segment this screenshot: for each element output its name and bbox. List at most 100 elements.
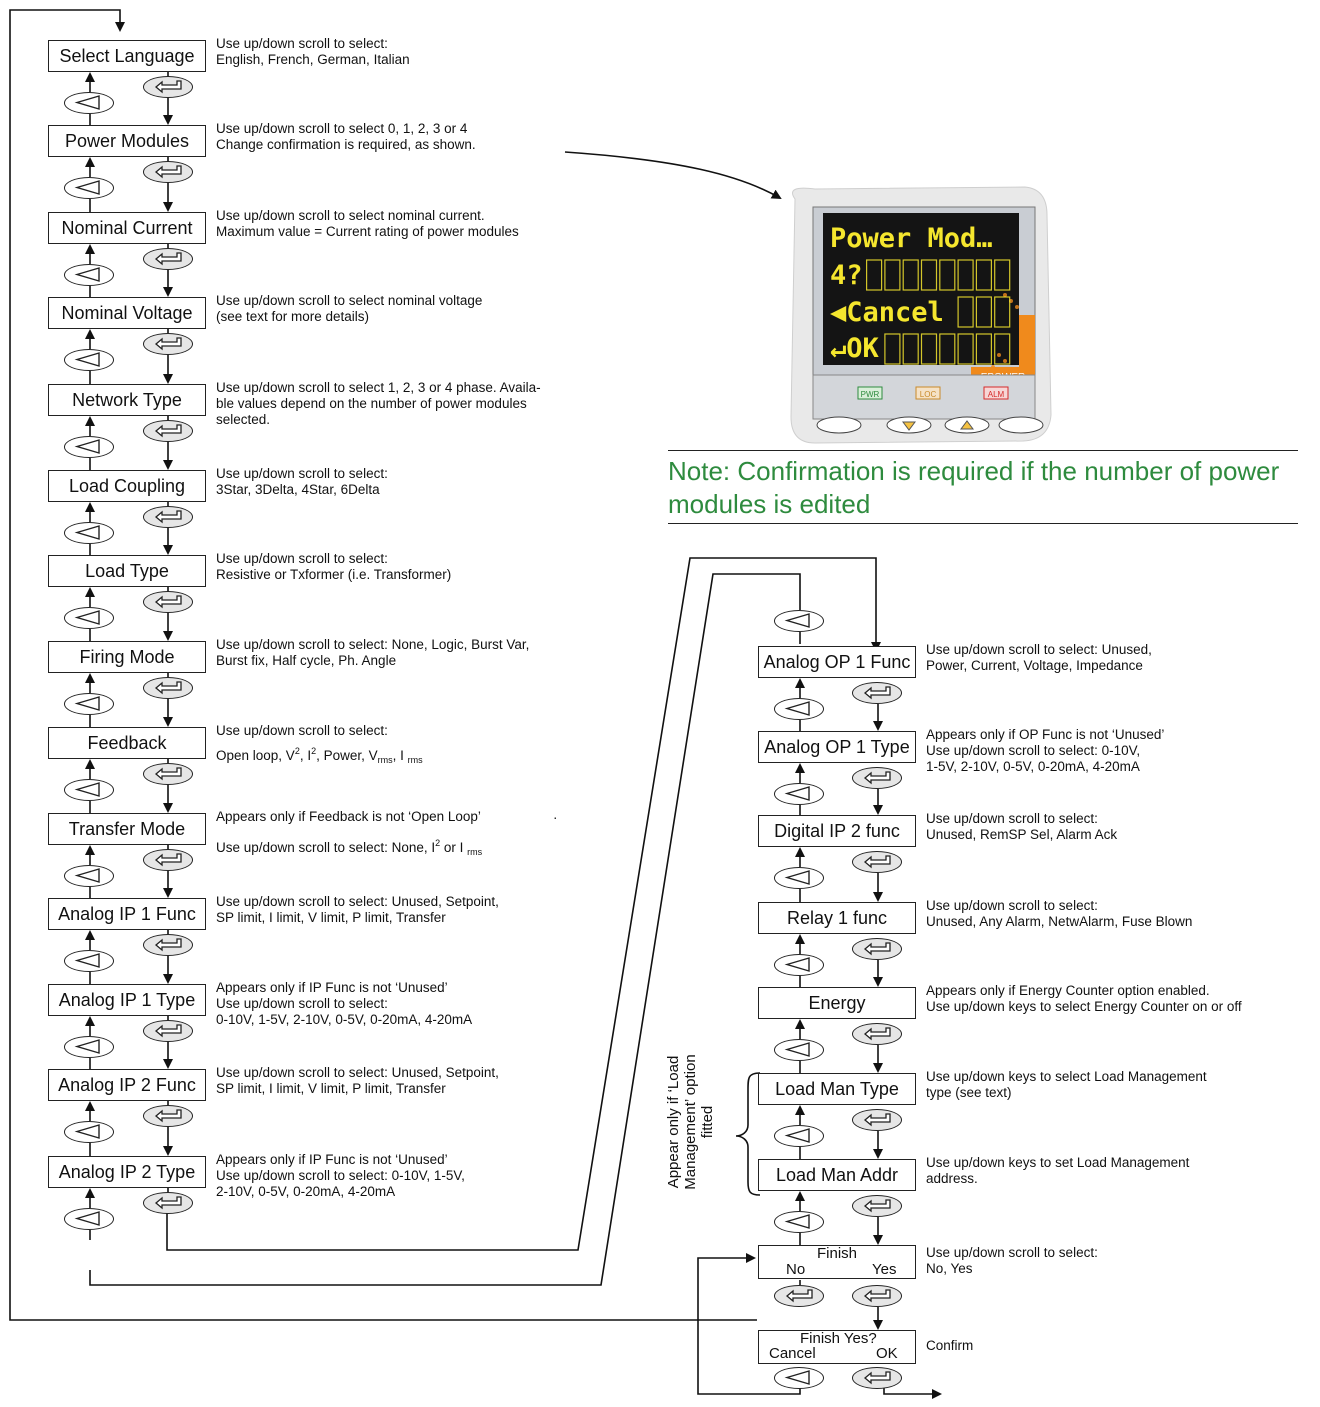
menu-box-load-man-addr: Load Man Addr [758, 1159, 916, 1191]
menu-desc: Use up/down scroll to select: Unused, Se… [216, 894, 499, 925]
enter-key-icon[interactable] [774, 1285, 824, 1307]
enter-key-icon[interactable] [852, 1109, 902, 1131]
menu-box-load-coupling: Load Coupling [48, 470, 206, 502]
back-key-icon[interactable] [64, 264, 114, 286]
menu-desc: Use up/down scroll to select 1, 2, 3 or … [216, 380, 541, 427]
enter-key-icon[interactable] [143, 161, 193, 183]
finish-desc: Use up/down scroll to select:No, Yes [926, 1245, 1098, 1276]
enter-key-icon[interactable] [852, 1285, 902, 1307]
menu-box-firing-mode: Firing Mode [48, 641, 206, 673]
enter-key-icon[interactable] [143, 76, 193, 98]
finish-no[interactable]: No [786, 1261, 806, 1278]
menu-box-analog-op-1-type: Analog OP 1 Type [758, 731, 916, 763]
back-key-icon[interactable] [64, 950, 114, 972]
back-key-icon[interactable] [64, 177, 114, 199]
menu-box-nominal-current: Nominal Current [48, 212, 206, 244]
enter-key-icon[interactable] [143, 763, 193, 785]
menu-desc: Use up/down scroll to select 0, 1, 2, 3 … [216, 121, 476, 152]
confirm-desc: Confirm [926, 1338, 974, 1353]
enter-key-icon[interactable] [143, 1192, 193, 1214]
page-key [816, 416, 862, 434]
back-key-icon[interactable] [64, 779, 114, 801]
finish-yes[interactable]: Yes [872, 1261, 897, 1278]
enter-key-icon[interactable] [143, 677, 193, 699]
menu-desc: Appears only if Energy Counter option en… [926, 983, 1242, 1014]
enter-key-icon[interactable] [143, 934, 193, 956]
back-key-icon[interactable] [64, 1121, 114, 1143]
finish-box [758, 1245, 916, 1279]
menu-box-transfer-mode: Transfer Mode [48, 813, 206, 845]
epower-display: EPOWER PWR LOC ALM Power Mod… 4? ◀Cancel… [785, 185, 1053, 445]
back-key-icon[interactable] [774, 867, 824, 889]
menu-box-power-modules: Power Modules [48, 125, 206, 157]
back-key-icon[interactable] [774, 1125, 824, 1147]
menu-desc: Use up/down keys to select Load Manageme… [926, 1069, 1207, 1100]
confirm-box [758, 1330, 916, 1364]
back-key-icon[interactable] [64, 1036, 114, 1058]
enter-key-icon[interactable] [143, 591, 193, 613]
stray-dot: · [553, 810, 558, 825]
back-key-icon[interactable] [774, 1367, 824, 1389]
menu-box-load-man-type: Load Man Type [758, 1073, 916, 1105]
enter-key-icon[interactable] [143, 849, 193, 871]
back-key-icon[interactable] [64, 522, 114, 544]
menu-desc: Use up/down scroll to select:Resistive o… [216, 551, 452, 582]
lcd-line-3: ◀Cancel [830, 297, 944, 328]
enter-key-icon[interactable] [852, 1195, 902, 1217]
enter-key-icon[interactable] [143, 420, 193, 442]
menu-box-digital-ip-2-func: Digital IP 2 func [758, 815, 916, 847]
menu-desc: Use up/down scroll to select:Unused, Rem… [926, 811, 1118, 842]
menu-box-relay-1-func: Relay 1 func [758, 902, 916, 934]
enter-key-icon[interactable] [143, 1020, 193, 1042]
back-key-icon[interactable] [64, 865, 114, 887]
enter-key-icon[interactable] [852, 851, 902, 873]
menu-box-load-type: Load Type [48, 555, 206, 587]
back-key-icon[interactable] [64, 607, 114, 629]
back-key-icon[interactable] [64, 92, 114, 114]
menu-desc: Use up/down scroll to select nominal vol… [216, 293, 483, 324]
enter-key-icon[interactable] [143, 333, 193, 355]
enter-key-icon[interactable] [852, 938, 902, 960]
lcd-line-2: 4? [830, 260, 863, 291]
enter-key-icon[interactable] [852, 682, 902, 704]
back-key-icon[interactable] [64, 693, 114, 715]
back-key-icon[interactable] [774, 698, 824, 720]
menu-box-energy: Energy [758, 987, 916, 1019]
menu-desc: Appears only if OP Func is not ‘Unused’U… [926, 727, 1165, 774]
enter-key-icon[interactable] [852, 767, 902, 789]
confirm-ok[interactable]: OK [876, 1345, 898, 1362]
led-pwr: PWR [861, 390, 880, 399]
back-key-icon[interactable] [774, 954, 824, 976]
menu-box-analog-ip-1-type: Analog IP 1 Type [48, 984, 206, 1016]
back-key-icon[interactable] [774, 1039, 824, 1061]
led-alm: ALM [988, 390, 1005, 399]
menu-desc: Use up/down scroll to select: Unused,Pow… [926, 642, 1152, 673]
back-key-icon[interactable] [774, 1211, 824, 1233]
back-key-icon[interactable] [774, 610, 824, 632]
note-rule-top [668, 450, 1298, 451]
enter-key-icon[interactable] [852, 1367, 902, 1389]
enter-key-icon[interactable] [143, 506, 193, 528]
back-key-icon[interactable] [64, 349, 114, 371]
scroll-key [998, 416, 1044, 434]
menu-desc: Use up/down scroll to select:English, Fr… [216, 36, 410, 67]
menu-box-analog-ip-2-func: Analog IP 2 Func [48, 1069, 206, 1101]
menu-desc: Use up/down scroll to select: Unused, Se… [216, 1065, 499, 1096]
feedback-options: Open loop, V2, I2, Power, Vrms, I rms [216, 746, 423, 765]
menu-desc: Appears only if IP Func is not ‘Unused’U… [216, 980, 473, 1027]
led-loc: LOC [920, 390, 937, 399]
lcd-line-4: ↵OK [830, 333, 880, 364]
menu-desc: Use up/down scroll to select:Unused, Any… [926, 898, 1193, 929]
enter-key-icon[interactable] [143, 1105, 193, 1127]
back-key-icon[interactable] [64, 436, 114, 458]
menu-desc: Appears only if IP Func is not ‘Unused’U… [216, 1152, 465, 1199]
menu-desc: Appears only if Feedback is not ‘Open Lo… [216, 809, 481, 824]
confirm-cancel[interactable]: Cancel [769, 1345, 816, 1362]
menu-desc: Use up/down scroll to select: None, Logi… [216, 637, 530, 668]
back-key-icon[interactable] [64, 1208, 114, 1230]
back-key-icon[interactable] [774, 783, 824, 805]
menu-desc: Use up/down scroll to select nominal cur… [216, 208, 519, 239]
enter-key-icon[interactable] [852, 1023, 902, 1045]
enter-key-icon[interactable] [143, 248, 193, 270]
